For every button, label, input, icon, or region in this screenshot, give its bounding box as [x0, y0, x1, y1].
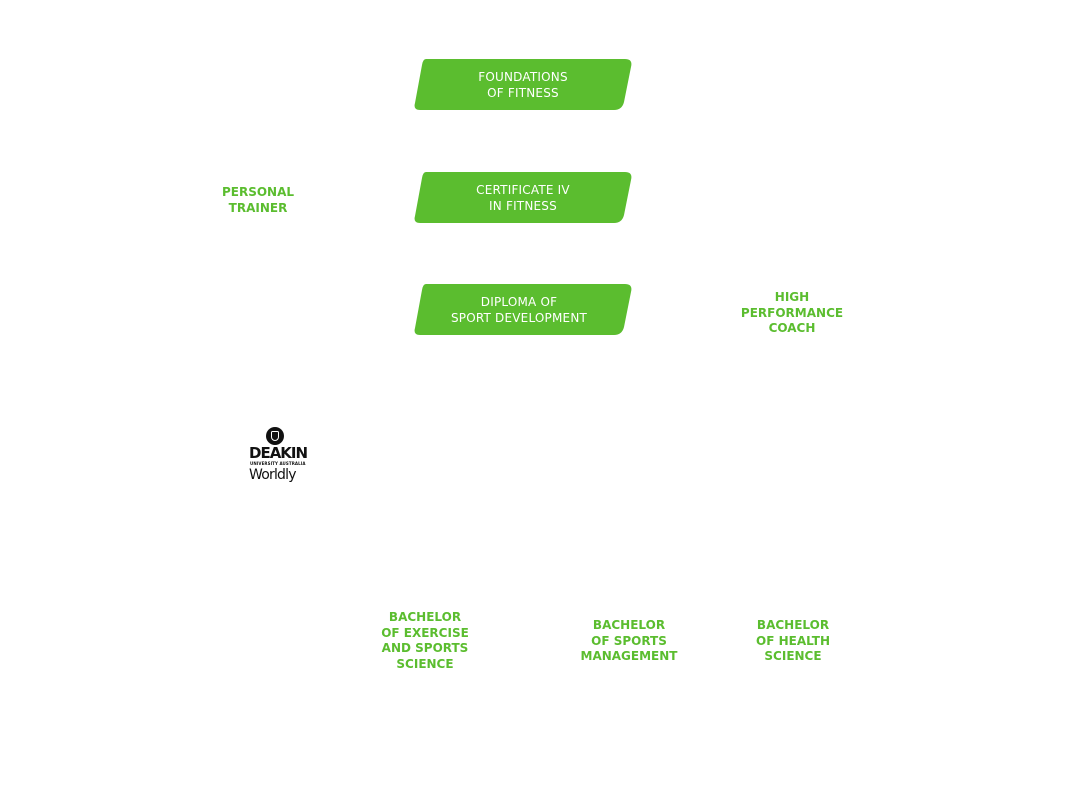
logo-tagline: Worldly: [249, 467, 296, 483]
course-label: FOUNDATIONS OF FITNESS: [478, 69, 568, 100]
career-high-performance-coach: HIGH PERFORMANCE COACH: [740, 290, 844, 335]
course-pill-diploma: DIPLOMA OF SPORT DEVELOPMENT: [414, 284, 632, 335]
degree-health-science: BACHELOR OF HEALTH SCIENCE: [756, 618, 830, 663]
course-label: CERTIFICATE IV IN FITNESS: [476, 182, 570, 213]
pill-shape: [414, 59, 632, 110]
logo-subtitle: UNIVERSITY AUSTRALIA: [250, 461, 306, 466]
logo-name: DEAKIN: [249, 444, 308, 462]
pill-shape: [414, 284, 632, 335]
degree-exercise-sports-science: BACHELOR OF EXERCISE AND SPORTS SCIENCE: [381, 610, 469, 671]
course-pill-certificate-iv: CERTIFICATE IV IN FITNESS: [414, 172, 632, 223]
shield-crest-icon: [266, 427, 284, 445]
degree-sports-management: BACHELOR OF SPORTS MANAGEMENT: [580, 618, 678, 663]
career-personal-trainer: PERSONAL TRAINER: [221, 185, 295, 215]
deakin-logo: DEAKIN UNIVERSITY AUSTRALIA Worldly: [248, 427, 308, 487]
course-label: DIPLOMA OF SPORT DEVELOPMENT: [450, 294, 588, 325]
course-pill-foundations: FOUNDATIONS OF FITNESS: [414, 59, 632, 110]
pill-shape: [414, 172, 632, 223]
